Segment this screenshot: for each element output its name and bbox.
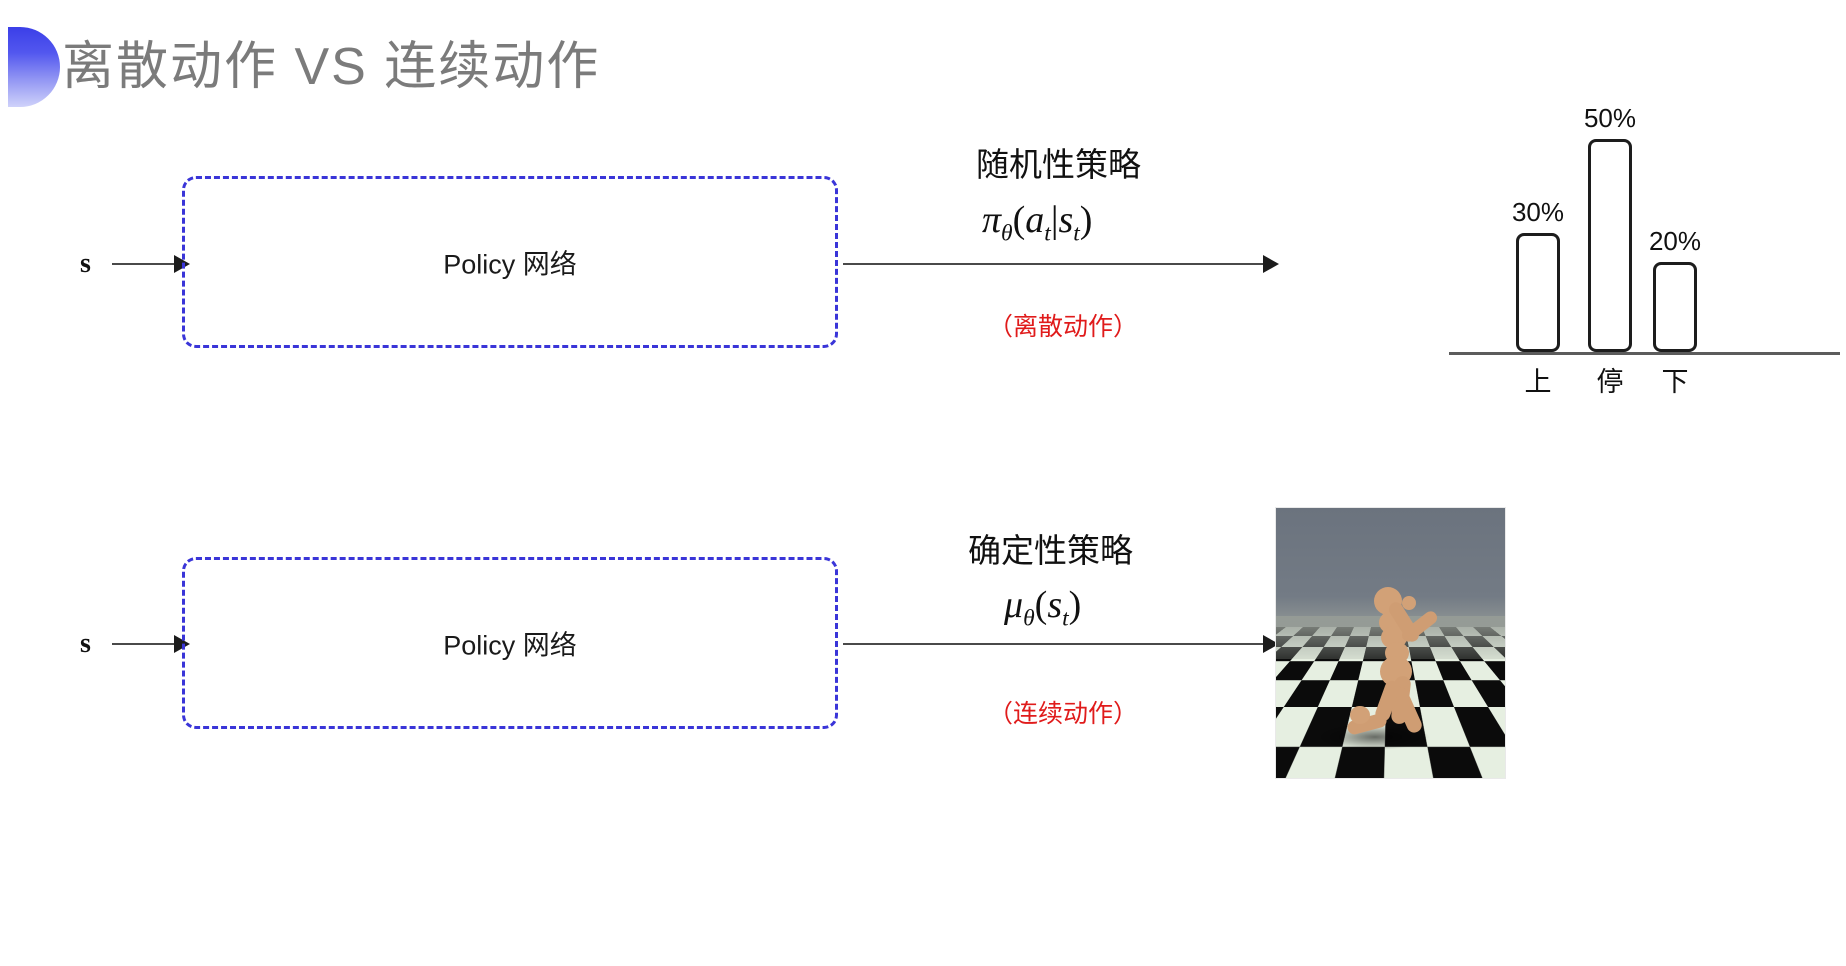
bar-value-1: 50% bbox=[1583, 103, 1637, 133]
formula-theta-2: θ bbox=[1023, 605, 1035, 632]
continuous-output-arrow-head bbox=[1263, 635, 1279, 653]
formula-open-paren-2: ( bbox=[1034, 584, 1048, 626]
formula-s: s bbox=[1058, 199, 1074, 241]
discrete-policy-network-label: Policy 网络 bbox=[443, 249, 577, 280]
discrete-input-arrow-line bbox=[112, 263, 178, 265]
humanoid-simulation-image bbox=[1276, 508, 1505, 778]
bar-category-2: 下 bbox=[1661, 367, 1689, 397]
discrete-input-label: s bbox=[80, 248, 91, 279]
bar-2 bbox=[1653, 262, 1697, 352]
stochastic-policy-label: 随机性策略 bbox=[976, 146, 1141, 183]
discrete-policy-network-box[interactable]: Policy 网络 bbox=[182, 176, 838, 348]
formula-open-paren: ( bbox=[1012, 199, 1026, 241]
bar-1 bbox=[1588, 139, 1632, 352]
bar-value-2: 20% bbox=[1648, 226, 1702, 256]
continuous-input-label: s bbox=[80, 628, 91, 659]
half-circle-bullet-icon bbox=[8, 27, 60, 107]
continuous-output-arrow-line bbox=[843, 643, 1267, 645]
formula-mu: μ bbox=[1004, 584, 1024, 626]
bar-value-0: 30% bbox=[1511, 197, 1565, 227]
stochastic-policy-formula: πθ(at|st) bbox=[982, 198, 1092, 248]
discrete-output-arrow-line bbox=[843, 263, 1267, 265]
deterministic-policy-label: 确定性策略 bbox=[968, 532, 1133, 569]
formula-a: a bbox=[1025, 199, 1045, 241]
formula-close-paren: ) bbox=[1079, 199, 1093, 241]
continuous-input-arrow-line bbox=[112, 643, 178, 645]
page-title: 离散动作 VS 连续动作 bbox=[62, 38, 601, 96]
formula-close-paren-2: ) bbox=[1068, 584, 1082, 626]
action-probability-bar-chart: 30% 上 50% 停 20% 下 bbox=[1460, 95, 1846, 397]
continuous-action-note: （连续动作） bbox=[988, 700, 1139, 728]
continuous-policy-network-label: Policy 网络 bbox=[443, 630, 577, 661]
formula-t-1: t bbox=[1044, 220, 1051, 247]
humanoid-fist bbox=[1402, 596, 1416, 610]
continuous-policy-network-box[interactable]: Policy 网络 bbox=[182, 557, 838, 729]
deterministic-policy-formula: μθ(st) bbox=[1004, 583, 1081, 633]
chart-baseline-axis bbox=[1449, 352, 1840, 355]
formula-pi: π bbox=[982, 199, 1002, 241]
formula-s-2: s bbox=[1047, 584, 1063, 626]
bar-category-1: 停 bbox=[1596, 367, 1624, 397]
bar-category-0: 上 bbox=[1524, 367, 1552, 397]
formula-theta: θ bbox=[1001, 220, 1013, 247]
formula-t-3: t bbox=[1062, 605, 1069, 632]
formula-pipe: | bbox=[1050, 199, 1059, 241]
humanoid-foot-back bbox=[1350, 706, 1370, 724]
discrete-action-note: （离散动作） bbox=[988, 313, 1139, 341]
discrete-output-arrow-head bbox=[1263, 255, 1279, 273]
bar-0 bbox=[1516, 233, 1560, 352]
formula-t-2: t bbox=[1073, 220, 1080, 247]
